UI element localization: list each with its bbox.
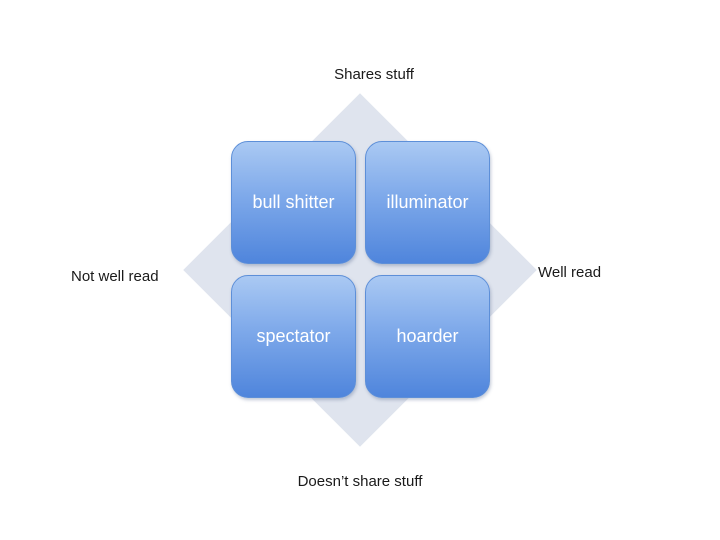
quadrant-top-right: illuminator bbox=[365, 141, 490, 264]
quadrant-bottom-right: hoarder bbox=[365, 275, 490, 398]
quadrant-bottom-left: spectator bbox=[231, 275, 356, 398]
quadrant-label: spectator bbox=[256, 326, 331, 346]
axis-label-bottom: Doesn’t share stuff bbox=[297, 473, 423, 490]
axis-label-top: Shares stuff bbox=[334, 66, 414, 83]
quadrant-label: illuminator bbox=[386, 192, 469, 212]
quadrant-label: bull shitter bbox=[252, 192, 335, 212]
axis-label-right: Well read bbox=[538, 264, 602, 281]
quadrant-top-left: bull shitter bbox=[231, 141, 356, 264]
quadrant-label: hoarder bbox=[396, 326, 459, 346]
axis-label-left: Not well read bbox=[71, 268, 159, 285]
